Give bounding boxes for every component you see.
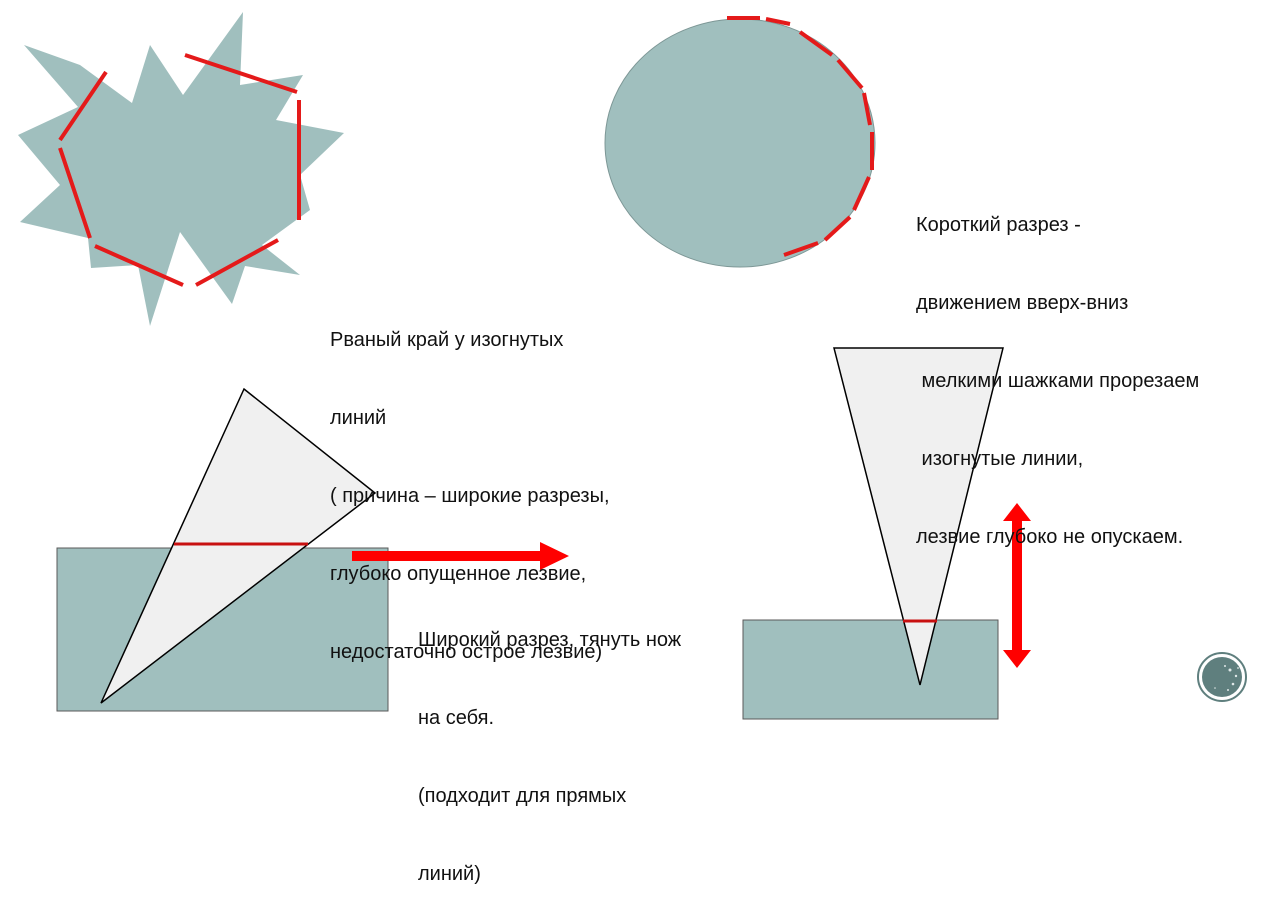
short-cut-dash: [798, 30, 834, 57]
torn-cut-line: [58, 70, 108, 142]
torn-cut-lines: [58, 53, 301, 287]
double-arrow-vertical-icon: [1003, 503, 1031, 668]
short-cut-dashes: [727, 16, 874, 257]
caption-line: линий: [330, 407, 387, 429]
caption-torn-edge: Рваный край у изогнутых линий ( причина …: [330, 275, 610, 691]
caption-line: движением вверх-вниз: [916, 292, 1129, 314]
caption-line: глубоко опущенное лезвие,: [330, 563, 587, 585]
caption-line: на себя.: [418, 707, 495, 729]
caption-line: (подходит для прямых: [418, 785, 627, 807]
blade-tilted: [100, 387, 377, 704]
caption-line: изогнутые линии,: [916, 448, 1084, 470]
caption-wide-cut: Широкий разрез, тянуть нож на себя. (под…: [418, 575, 681, 913]
caption-line: лезвие глубоко не опускаем.: [916, 526, 1184, 548]
short-cut-dash: [862, 92, 872, 126]
caption-line: Короткий разрез -: [916, 214, 1081, 236]
board-rect-short: [742, 619, 999, 720]
caption-line: линий): [418, 863, 481, 885]
short-cut-dash: [783, 241, 819, 257]
cutting-techniques-diagram: [18, 12, 1247, 720]
short-cut-dash: [852, 176, 871, 211]
caption-line: Рваный край у изогнутых: [330, 329, 564, 351]
arrow-right-icon: [352, 542, 569, 570]
caption-line: ( причина – широкие разрезы,: [330, 485, 610, 507]
caption-line: мелкими шажками прорезаем: [916, 370, 1200, 392]
caption-line: недостаточно острое лезвие): [330, 641, 603, 663]
torn-cut-line: [184, 53, 298, 94]
short-cut-dash: [836, 58, 864, 90]
caption-line: Широкий разрез, тянуть нож: [418, 629, 682, 651]
torn-cut-line: [94, 244, 184, 287]
caption-short-cut: Короткий разрез - движением вверх-вниз м…: [916, 160, 1199, 576]
torn-cut-line: [195, 238, 279, 287]
torn-cut-line: [58, 147, 92, 239]
circle-badge-icon: [1197, 652, 1247, 702]
short-cut-dash: [823, 215, 852, 242]
short-cut-dash: [765, 17, 791, 26]
blade-vertical: [833, 347, 1004, 686]
